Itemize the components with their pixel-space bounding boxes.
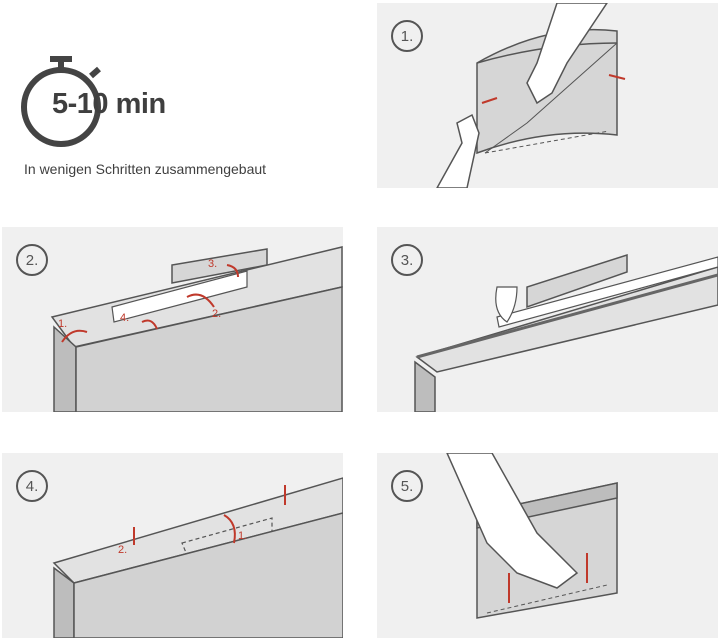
- step-number-badge: 3.: [391, 244, 423, 276]
- step-2-illustration: [50, 246, 343, 412]
- sub-step-label: 2.: [212, 308, 221, 320]
- step-number-badge: 5.: [391, 470, 423, 502]
- step-4-panel: 1. 2. 4.: [2, 453, 343, 638]
- step-number-badge: 4.: [16, 470, 48, 502]
- step-3-illustration: [414, 253, 718, 412]
- intro-section: 5-10 min In wenigen Schritten zusammenge…: [0, 0, 370, 190]
- step-2-sub-labels: 1. 2. 3. 4.: [58, 258, 221, 330]
- time-label: 5-10 min: [52, 88, 166, 120]
- sub-step-label: 1.: [238, 530, 247, 542]
- step-5-illustration: [446, 453, 618, 619]
- step-1-illustration: [436, 3, 626, 188]
- stopwatch-icon: [21, 56, 101, 147]
- sub-step-label: 4.: [120, 312, 129, 324]
- step-3-panel: 3.: [377, 227, 718, 412]
- step-4-illustration: [52, 477, 343, 638]
- sub-step-label: 1.: [58, 318, 67, 330]
- sub-step-label: 2.: [118, 544, 127, 556]
- tagline: In wenigen Schritten zusammengebaut: [24, 161, 267, 177]
- step-4-sub-labels: 1. 2.: [118, 530, 247, 556]
- sub-step-label: 3.: [208, 258, 217, 270]
- step-number-badge: 2.: [16, 244, 48, 276]
- step-1-panel: 1.: [377, 3, 718, 188]
- step-number-badge: 1.: [391, 20, 423, 52]
- step-5-panel: 5.: [377, 453, 718, 638]
- step-2-panel: 1. 2. 3. 4. 2.: [2, 227, 343, 412]
